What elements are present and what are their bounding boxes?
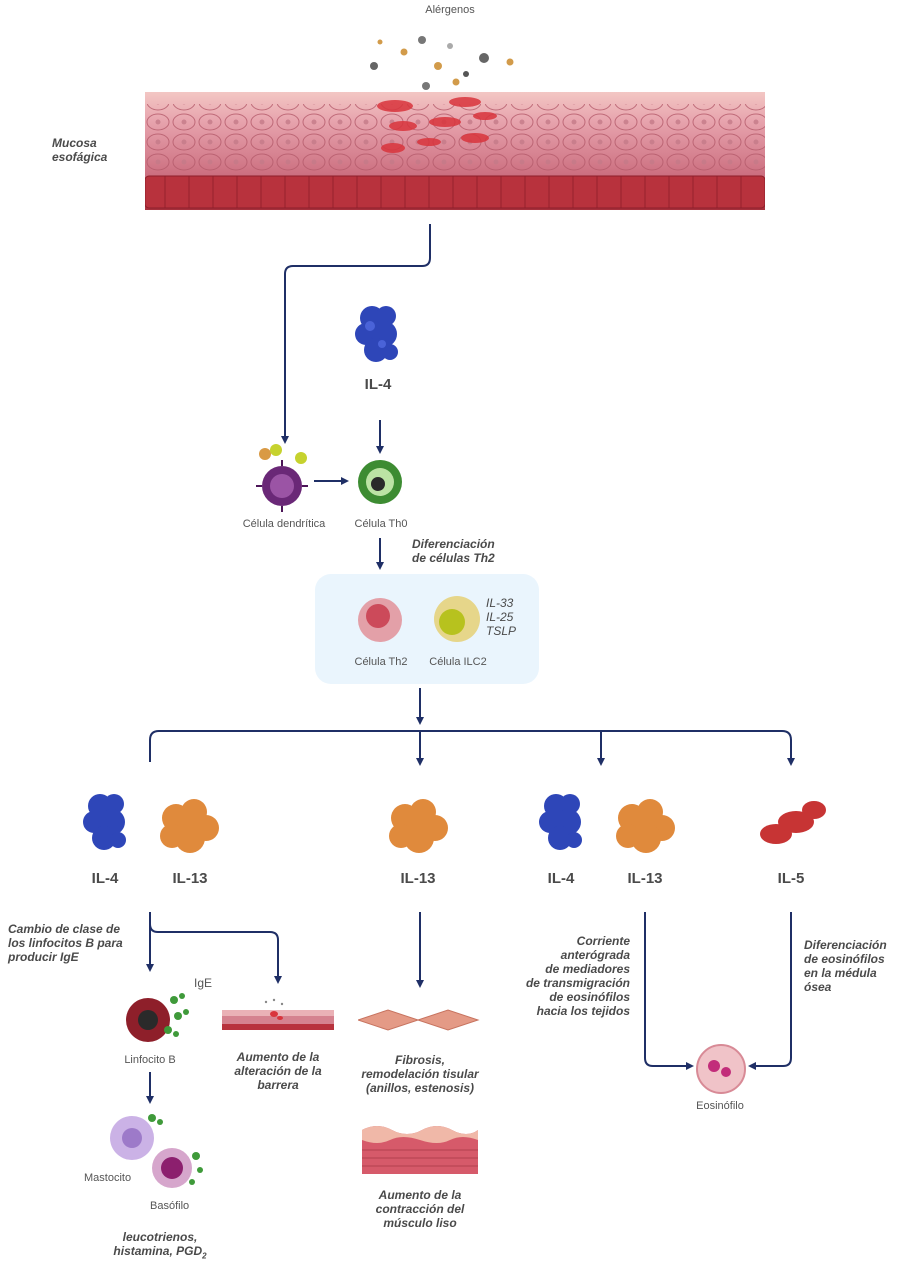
esophageal-mucosa [145, 92, 765, 210]
b-cell-icon [126, 993, 189, 1042]
ilc2-cell-icon [434, 596, 480, 642]
barrier-tissue-icon [222, 998, 334, 1030]
mucosa-label: Mucosa esofágica [52, 136, 108, 164]
top-il4-label: IL-4 [364, 376, 392, 393]
dendritic-cell-icon [256, 444, 308, 512]
il13-mid-protein-icon [389, 799, 448, 853]
il4-left-label: IL-4 [91, 870, 119, 887]
eosinophil-icon [696, 1044, 746, 1094]
basophil-label: Basófilo [150, 1200, 190, 1212]
mast-cell-label: Mastocito [84, 1172, 132, 1184]
cytokine-il25: IL-25 [486, 610, 514, 624]
arrow-mucosa-dendritic [281, 224, 431, 444]
ige-label: IgE [194, 976, 213, 990]
arrow-to-eos-left [644, 912, 694, 1070]
branch-line [149, 730, 795, 766]
th2-cell-icon [358, 598, 402, 642]
mediators-subscript: 2 [202, 1251, 207, 1261]
fibrosis-tissue-icon [358, 1009, 480, 1031]
ilc2-label: Célula ILC2 [429, 656, 487, 668]
il13-left-label: IL-13 [172, 870, 208, 887]
allergens-label: Alérgenos [425, 4, 475, 16]
b-cell-switch-label: Cambio de clase de los linfocitos B para… [8, 922, 123, 964]
fibrosis-label: Fibrosis, remodelación tisular (anillos,… [361, 1053, 479, 1095]
il4-protein-icon [355, 306, 398, 362]
barrier-label: Aumento de la alteración de la barrera [234, 1050, 322, 1092]
th2-ilc2-box [315, 574, 539, 684]
arrow-to-barrier [149, 923, 282, 984]
ilc2-cytokines: IL-33 IL-25 TSLP [486, 596, 516, 638]
eosinophil-label: Eosinófilo [696, 1100, 744, 1112]
th0-cell-icon [358, 460, 402, 504]
arrow-to-eos-right [748, 912, 792, 1070]
il13-left-protein-icon [160, 799, 219, 853]
il13-mid-label: IL-13 [400, 870, 436, 887]
dendritic-label: Célula dendrítica [242, 518, 326, 530]
th2-diff-label: Diferenciación de células Th2 [412, 537, 495, 565]
mediators-text: leucotrienos, histamina, PGD [113, 1230, 203, 1258]
cytokine-il33: IL-33 [486, 596, 514, 610]
smooth-muscle-label: Aumento de la contracción del músculo li… [375, 1188, 465, 1230]
eos-diff-label: Diferenciación de eosinófilos en la médu… [804, 938, 887, 994]
il5-label: IL-5 [777, 870, 805, 887]
il5-protein-icon [760, 801, 826, 844]
mediators-label: leucotrienos, histamina, PGD2 [80, 1230, 240, 1263]
th2-label: Célula Th2 [354, 656, 408, 668]
th0-label: Célula Th0 [354, 518, 408, 530]
il13-right-protein-icon [616, 799, 675, 853]
cytokine-tslp: TSLP [486, 624, 517, 638]
il4-left-protein-icon [83, 794, 126, 850]
b-cell-label: Linfocito B [124, 1054, 176, 1066]
il13-right-label: IL-13 [627, 870, 663, 887]
mast-basophil-icon [110, 1114, 203, 1188]
allergen-particles [370, 36, 514, 90]
il4-right-label: IL-4 [547, 870, 575, 887]
transmigration-label: Corriente anterógrada de mediadores de t… [525, 934, 630, 1018]
il4-right-protein-icon [539, 794, 582, 850]
smooth-muscle-icon [362, 1126, 478, 1174]
